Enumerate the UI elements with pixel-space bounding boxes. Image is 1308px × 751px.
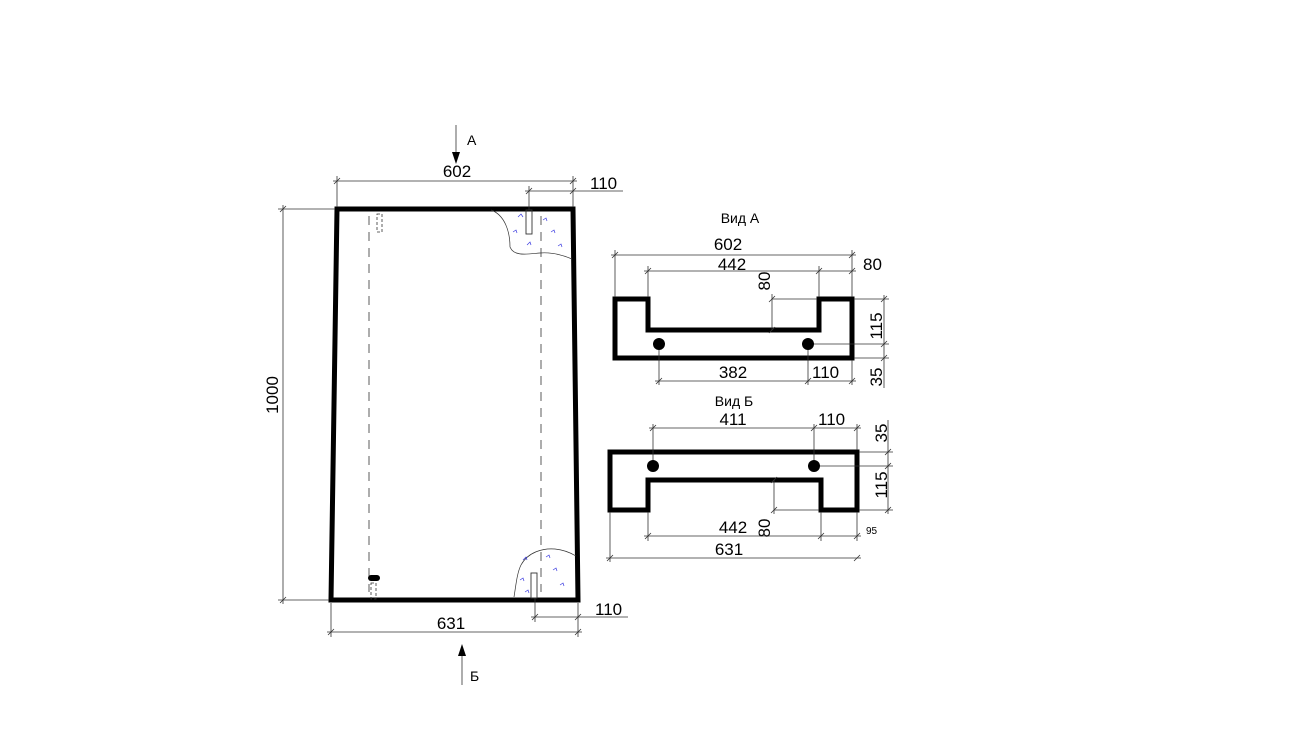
tick: [884, 462, 892, 470]
tick: [333, 177, 341, 185]
tick: [768, 295, 776, 303]
view-a-profile: [612, 296, 855, 361]
tick: [880, 354, 888, 362]
tick: [770, 476, 778, 484]
view-b-dim-hole-edge: 110: [818, 410, 845, 429]
front-view: А Б 602 110 1000 110: [263, 125, 628, 685]
dim-bottom-offset: 110: [595, 600, 622, 619]
tick: [327, 628, 335, 636]
tick: [884, 448, 892, 456]
view-a: Вид А 602 442 80 80 115 35: [611, 210, 889, 388]
tick: [848, 251, 856, 259]
dim-top-width: 602: [443, 162, 471, 181]
view-a-dim-overall-width: 602: [714, 235, 742, 254]
tick: [279, 205, 287, 213]
lifting-loop-bottom: [368, 575, 380, 581]
pin-bottom-left: [370, 582, 377, 600]
view-b-dim-hole-offset: 35: [872, 424, 891, 443]
view-b-profile: [607, 449, 860, 513]
view-a-hole-right: [802, 338, 814, 350]
view-b-dim-wall-width: 95: [866, 526, 878, 537]
view-b: Вид Б 411 110 35 115 80: [606, 393, 893, 562]
view-b-hole-left: [647, 460, 659, 472]
tick: [880, 340, 888, 348]
view-b-dim-inner-width: 442: [719, 518, 747, 537]
tick: [817, 532, 825, 540]
tick: [531, 613, 539, 621]
dim-bottom-width: 631: [437, 614, 465, 633]
view-b-dim-height: 115: [872, 471, 891, 498]
view-a-hole-left: [653, 338, 665, 350]
arrow-a-head: [452, 152, 460, 164]
tick: [880, 295, 888, 303]
tick: [655, 377, 663, 385]
view-b-hole-right: [808, 460, 820, 472]
tick: [810, 424, 818, 432]
tick: [815, 267, 823, 275]
tick: [644, 532, 652, 540]
tick: [853, 424, 861, 432]
dim-height: 1000: [263, 376, 282, 414]
tick: [768, 326, 776, 334]
tick: [853, 554, 861, 562]
pin-top-left: [376, 213, 383, 233]
view-a-dim-inner-width: 442: [718, 255, 746, 274]
view-a-dim-height: 115: [867, 312, 886, 339]
tick: [525, 187, 533, 195]
view-b-dim-hole-spacing: 411: [719, 410, 746, 429]
cutaway-bottom-marks: [519, 554, 565, 594]
section-b-label: Б: [470, 668, 479, 684]
tick: [770, 506, 778, 514]
view-a-dim-hole-edge: 110: [812, 363, 839, 382]
view-a-title: Вид А: [721, 210, 760, 226]
tick: [569, 187, 577, 195]
cutaway-top-marks: [512, 213, 563, 248]
front-view-outline: [328, 206, 581, 603]
tick: [649, 424, 657, 432]
view-a-dim-groove-depth: 80: [755, 272, 774, 291]
view-a-dim-wall-width: 80: [863, 255, 882, 274]
tick: [804, 377, 812, 385]
view-b-dim-groove-depth: 80: [755, 519, 774, 538]
cutaway-top: [490, 209, 573, 260]
dim-top-offset: 110: [590, 174, 617, 193]
view-a-dim-hole-spacing: 382: [719, 363, 747, 382]
rebar-bottom-right: [530, 572, 538, 599]
view-b-title: Вид Б: [715, 393, 753, 409]
tick: [569, 177, 577, 185]
tick: [848, 377, 856, 385]
view-b-dim-overall-width: 631: [715, 540, 743, 559]
tick: [884, 506, 892, 514]
view-a-dim-hole-offset: 35: [867, 368, 886, 387]
tick: [279, 596, 287, 604]
rebar-top-right: [525, 209, 533, 235]
tick: [853, 532, 861, 540]
cutaway-bottom: [513, 548, 577, 598]
tick: [611, 251, 619, 259]
tick: [606, 554, 614, 562]
tick: [644, 267, 652, 275]
tick: [848, 267, 856, 275]
tick: [574, 628, 582, 636]
arrow-b-head: [458, 644, 466, 656]
section-a-label: А: [467, 132, 477, 148]
